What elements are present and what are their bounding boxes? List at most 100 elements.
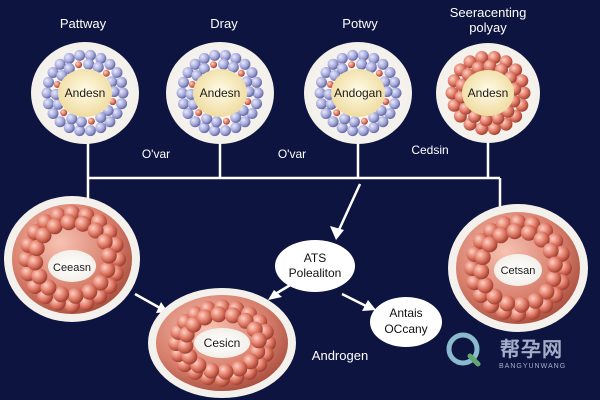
bubble-antais: Antais OCcany	[370, 297, 442, 347]
bead	[483, 59, 497, 73]
bead	[28, 240, 45, 257]
bead	[41, 87, 53, 99]
bead	[384, 108, 396, 119]
bead	[368, 52, 380, 64]
bead	[189, 58, 201, 70]
bead	[390, 87, 402, 99]
bead	[219, 125, 231, 137]
bead	[527, 292, 544, 309]
bead	[116, 76, 127, 88]
bead	[357, 49, 369, 61]
bead	[368, 122, 380, 134]
bead	[360, 117, 368, 125]
bead	[74, 215, 91, 232]
bead	[178, 76, 189, 88]
bead	[27, 254, 44, 271]
bead	[102, 69, 110, 77]
bead	[487, 122, 501, 135]
bead-ring-top-2	[176, 49, 264, 137]
bead	[210, 61, 218, 69]
bead	[546, 256, 563, 273]
bead	[87, 222, 104, 239]
bead	[116, 98, 127, 110]
bead	[198, 63, 210, 75]
bead	[40, 279, 57, 296]
bead	[47, 108, 59, 119]
bead	[542, 242, 559, 259]
bead	[533, 231, 550, 248]
bead	[196, 309, 213, 326]
bead	[109, 98, 117, 106]
bead	[75, 116, 87, 128]
label-top-4a: Seeracenting	[450, 5, 527, 20]
cell-label-top-3: Andogan	[334, 86, 382, 100]
bead-ring-right	[464, 214, 572, 322]
label-top-4b: polyay	[469, 20, 507, 35]
bead	[84, 49, 96, 61]
bubble-ats: ATS Polealiton	[275, 240, 355, 292]
bead	[474, 249, 491, 266]
bead	[35, 227, 52, 244]
bead	[47, 67, 59, 78]
watermark-logo: 帮孕网 BANGYUNWANG	[446, 332, 566, 370]
bead	[53, 80, 61, 88]
bead	[182, 108, 194, 119]
bubble-ats-line2: Polealiton	[289, 266, 342, 280]
bead	[176, 87, 188, 99]
bead	[63, 63, 75, 75]
label-top-1: Pattway	[60, 16, 107, 31]
cell-label-top-4: Andesn	[468, 86, 509, 100]
bead	[66, 113, 78, 125]
bead	[347, 49, 359, 61]
bead	[210, 306, 227, 323]
bead	[339, 113, 351, 125]
label-mid-3: Cedsin	[411, 143, 448, 157]
bead-ring-center	[168, 299, 276, 387]
follicle-right: Cetsan	[448, 204, 588, 332]
bead	[250, 332, 267, 349]
bead-ring-top-1	[41, 49, 129, 137]
bead	[251, 76, 262, 88]
bead	[375, 69, 383, 77]
bead	[217, 363, 234, 380]
bead	[520, 224, 537, 241]
bead	[182, 67, 194, 78]
bead	[43, 76, 54, 88]
label-top-3: Potwy	[342, 16, 378, 31]
bead	[246, 67, 258, 78]
bead	[481, 236, 498, 253]
bubble-ats-line1: ATS	[304, 251, 326, 265]
bead	[104, 116, 116, 128]
connector-lines	[86, 140, 502, 310]
bead	[368, 111, 380, 123]
bead	[227, 61, 239, 73]
cell-label-left: Ceeasn	[53, 262, 91, 274]
bead	[92, 274, 109, 291]
bead	[74, 125, 86, 137]
bead-ring-top-4	[445, 51, 531, 135]
bead	[209, 49, 221, 61]
bead	[538, 283, 555, 300]
bead	[74, 49, 86, 61]
follicle-left: Ceeasn	[4, 196, 140, 322]
bead	[336, 122, 348, 134]
label-mid-2: O'var	[278, 147, 306, 161]
bubble-antais-line1: Antais	[389, 306, 422, 320]
bead	[389, 76, 400, 88]
bead	[209, 125, 221, 137]
bead	[239, 116, 251, 128]
bead	[545, 270, 562, 287]
bead	[60, 109, 68, 117]
follicle-top-3: Andogan	[304, 42, 412, 144]
bead	[210, 116, 222, 128]
bead	[219, 49, 231, 61]
bead	[382, 98, 390, 106]
watermark-en: BANGYUNWANG	[499, 363, 566, 370]
bead	[111, 108, 123, 119]
bead	[230, 111, 242, 123]
bead	[336, 52, 348, 64]
arrowhead-to-bubble2	[362, 300, 376, 311]
bead	[100, 247, 117, 264]
cell-label-right: Cetsan	[501, 265, 536, 277]
